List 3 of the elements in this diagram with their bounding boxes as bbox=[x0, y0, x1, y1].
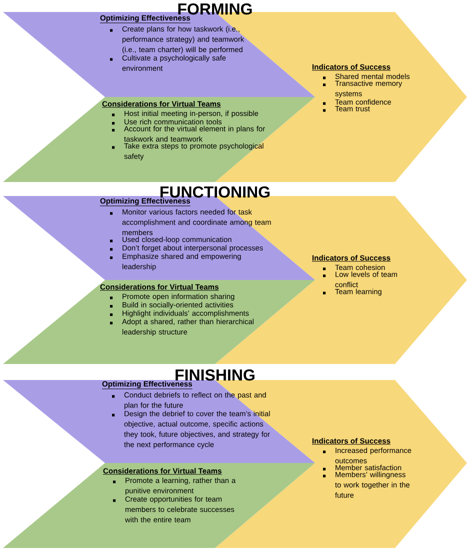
section-title: FUNCTIONING bbox=[160, 186, 270, 198]
section-title: FINISHING bbox=[176, 369, 254, 381]
section-title: FORMING bbox=[178, 3, 252, 15]
